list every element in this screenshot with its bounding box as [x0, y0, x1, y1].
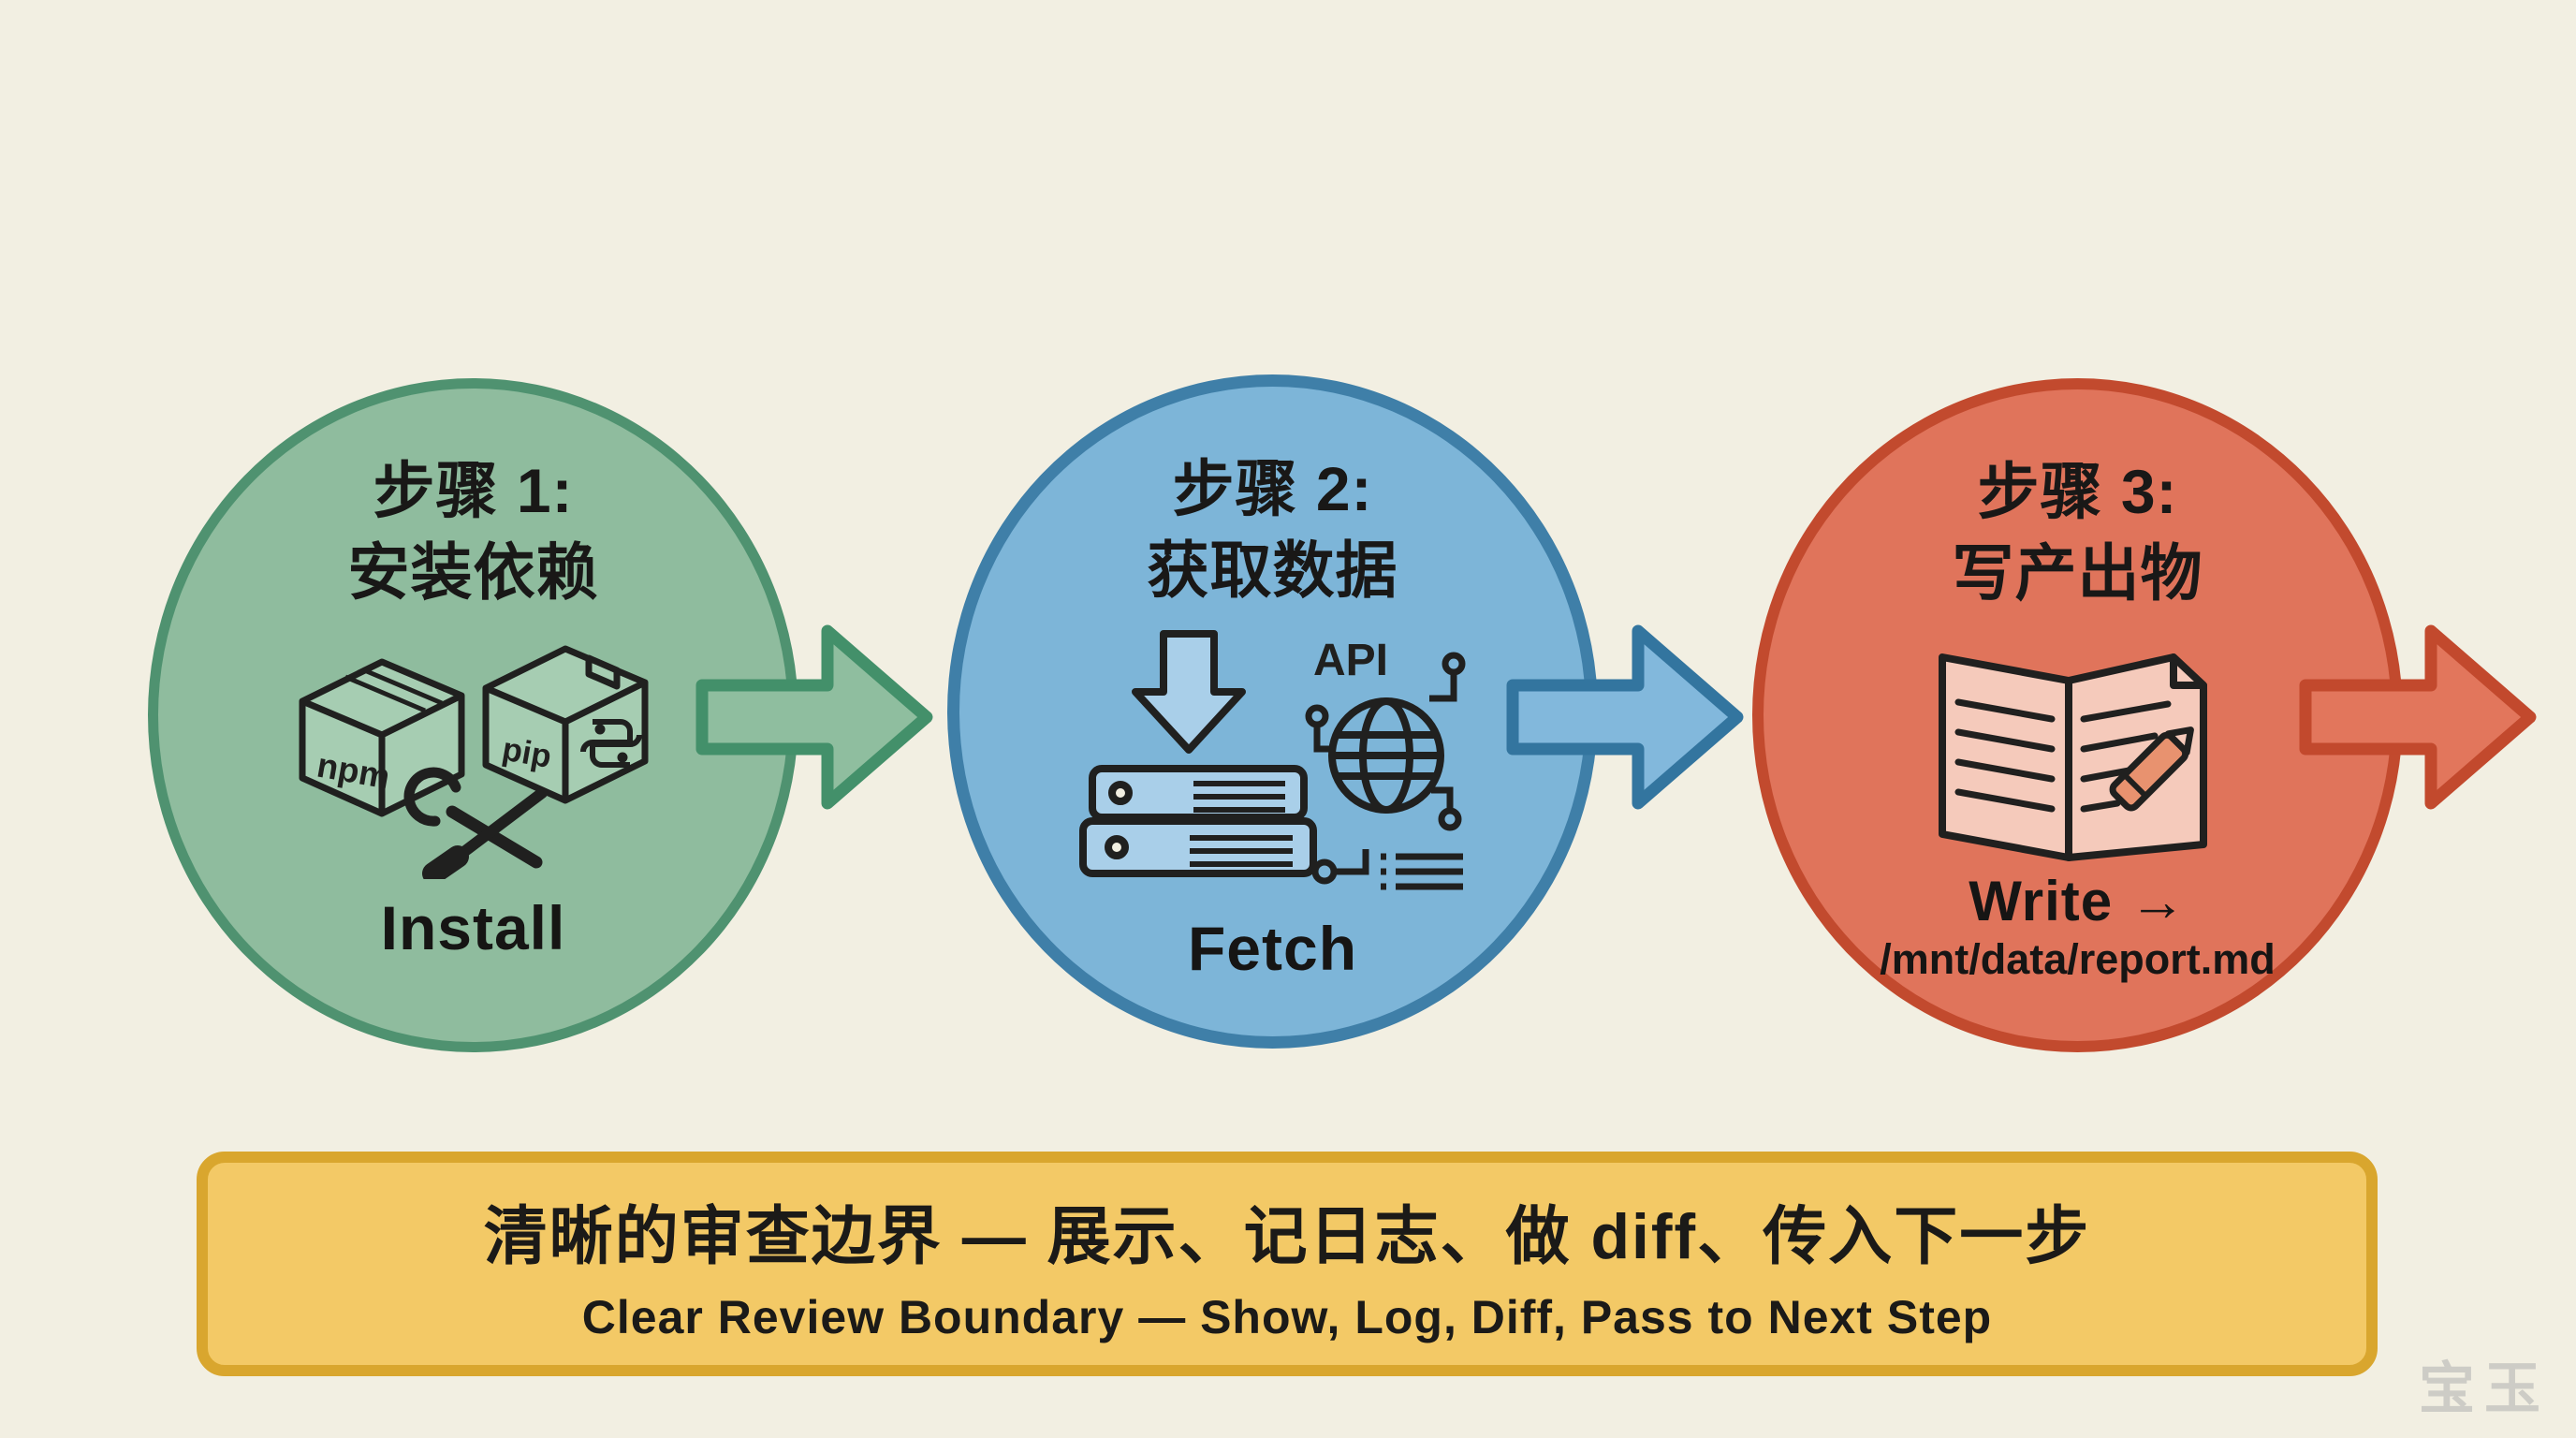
server-stack-icon — [1078, 765, 1317, 878]
step-1-title-line1: 步骤 1: — [373, 456, 574, 525]
arrow-fetch-to-write — [1506, 624, 1744, 810]
arrow-install-to-fetch — [695, 624, 933, 810]
globe-icon — [1327, 697, 1444, 814]
step-1-title-line2: 安装依赖 — [347, 537, 599, 608]
npm-pip-packages-with-tools-icon: npm pip — [299, 645, 648, 880]
step-1-label: Install — [380, 893, 566, 963]
document-lines — [1954, 698, 2171, 813]
python-logo-icon — [579, 719, 642, 769]
download-arrow-icon — [1131, 630, 1246, 755]
review-boundary-banner: 清晰的审查边界 — 展示、记日志、做 diff、传入下一步 Clear Revi… — [197, 1152, 2378, 1376]
download-server-api-globe-icon: API — [1078, 630, 1465, 890]
step-2-fetch-circle: 步骤 2: 获取数据 — [947, 374, 1598, 1049]
banner-text-en: Clear Review Boundary — Show, Log, Diff,… — [581, 1290, 1993, 1343]
api-label: API — [1313, 636, 1388, 685]
pip-label: pip — [499, 731, 553, 776]
wrench-screwdriver-icon — [403, 767, 548, 880]
step-2-icon-wrap: API — [1072, 626, 1474, 900]
arrow-write-to-next — [2299, 624, 2537, 810]
step-3-icon-wrap — [1919, 629, 2237, 865]
banner-text-zh: 清晰的审查边界 — 展示、记日志、做 diff、传入下一步 — [483, 1200, 2091, 1272]
step-3-title: 步骤 3: 写产出物 — [1953, 451, 2203, 614]
pencil-icon — [2109, 726, 2194, 812]
step-2-title-line1: 步骤 2: — [1172, 454, 1373, 523]
step-2-label: Fetch — [1187, 914, 1358, 984]
step-3-title-line1: 步骤 3: — [1977, 457, 2178, 526]
document-with-pencil-icon — [1938, 653, 2207, 862]
step-1-title: 步骤 1: 安装依赖 — [348, 450, 599, 613]
step-1-install-circle: 步骤 1: 安装依赖 npm — [148, 378, 798, 1052]
watermark: 宝玉 — [2419, 1357, 2550, 1420]
step-2-title-line2: 获取数据 — [1147, 536, 1398, 606]
step-2-title: 步骤 2: 获取数据 — [1148, 448, 1398, 611]
step-3-title-line2: 写产出物 — [1952, 538, 2203, 609]
step-1-icon-wrap: npm pip — [291, 628, 656, 880]
step-3-label: Write → — [1969, 870, 2187, 933]
step-3-output-path: /mnt/data/report.md — [1880, 935, 2276, 984]
list-lines-icon — [1380, 853, 1463, 890]
